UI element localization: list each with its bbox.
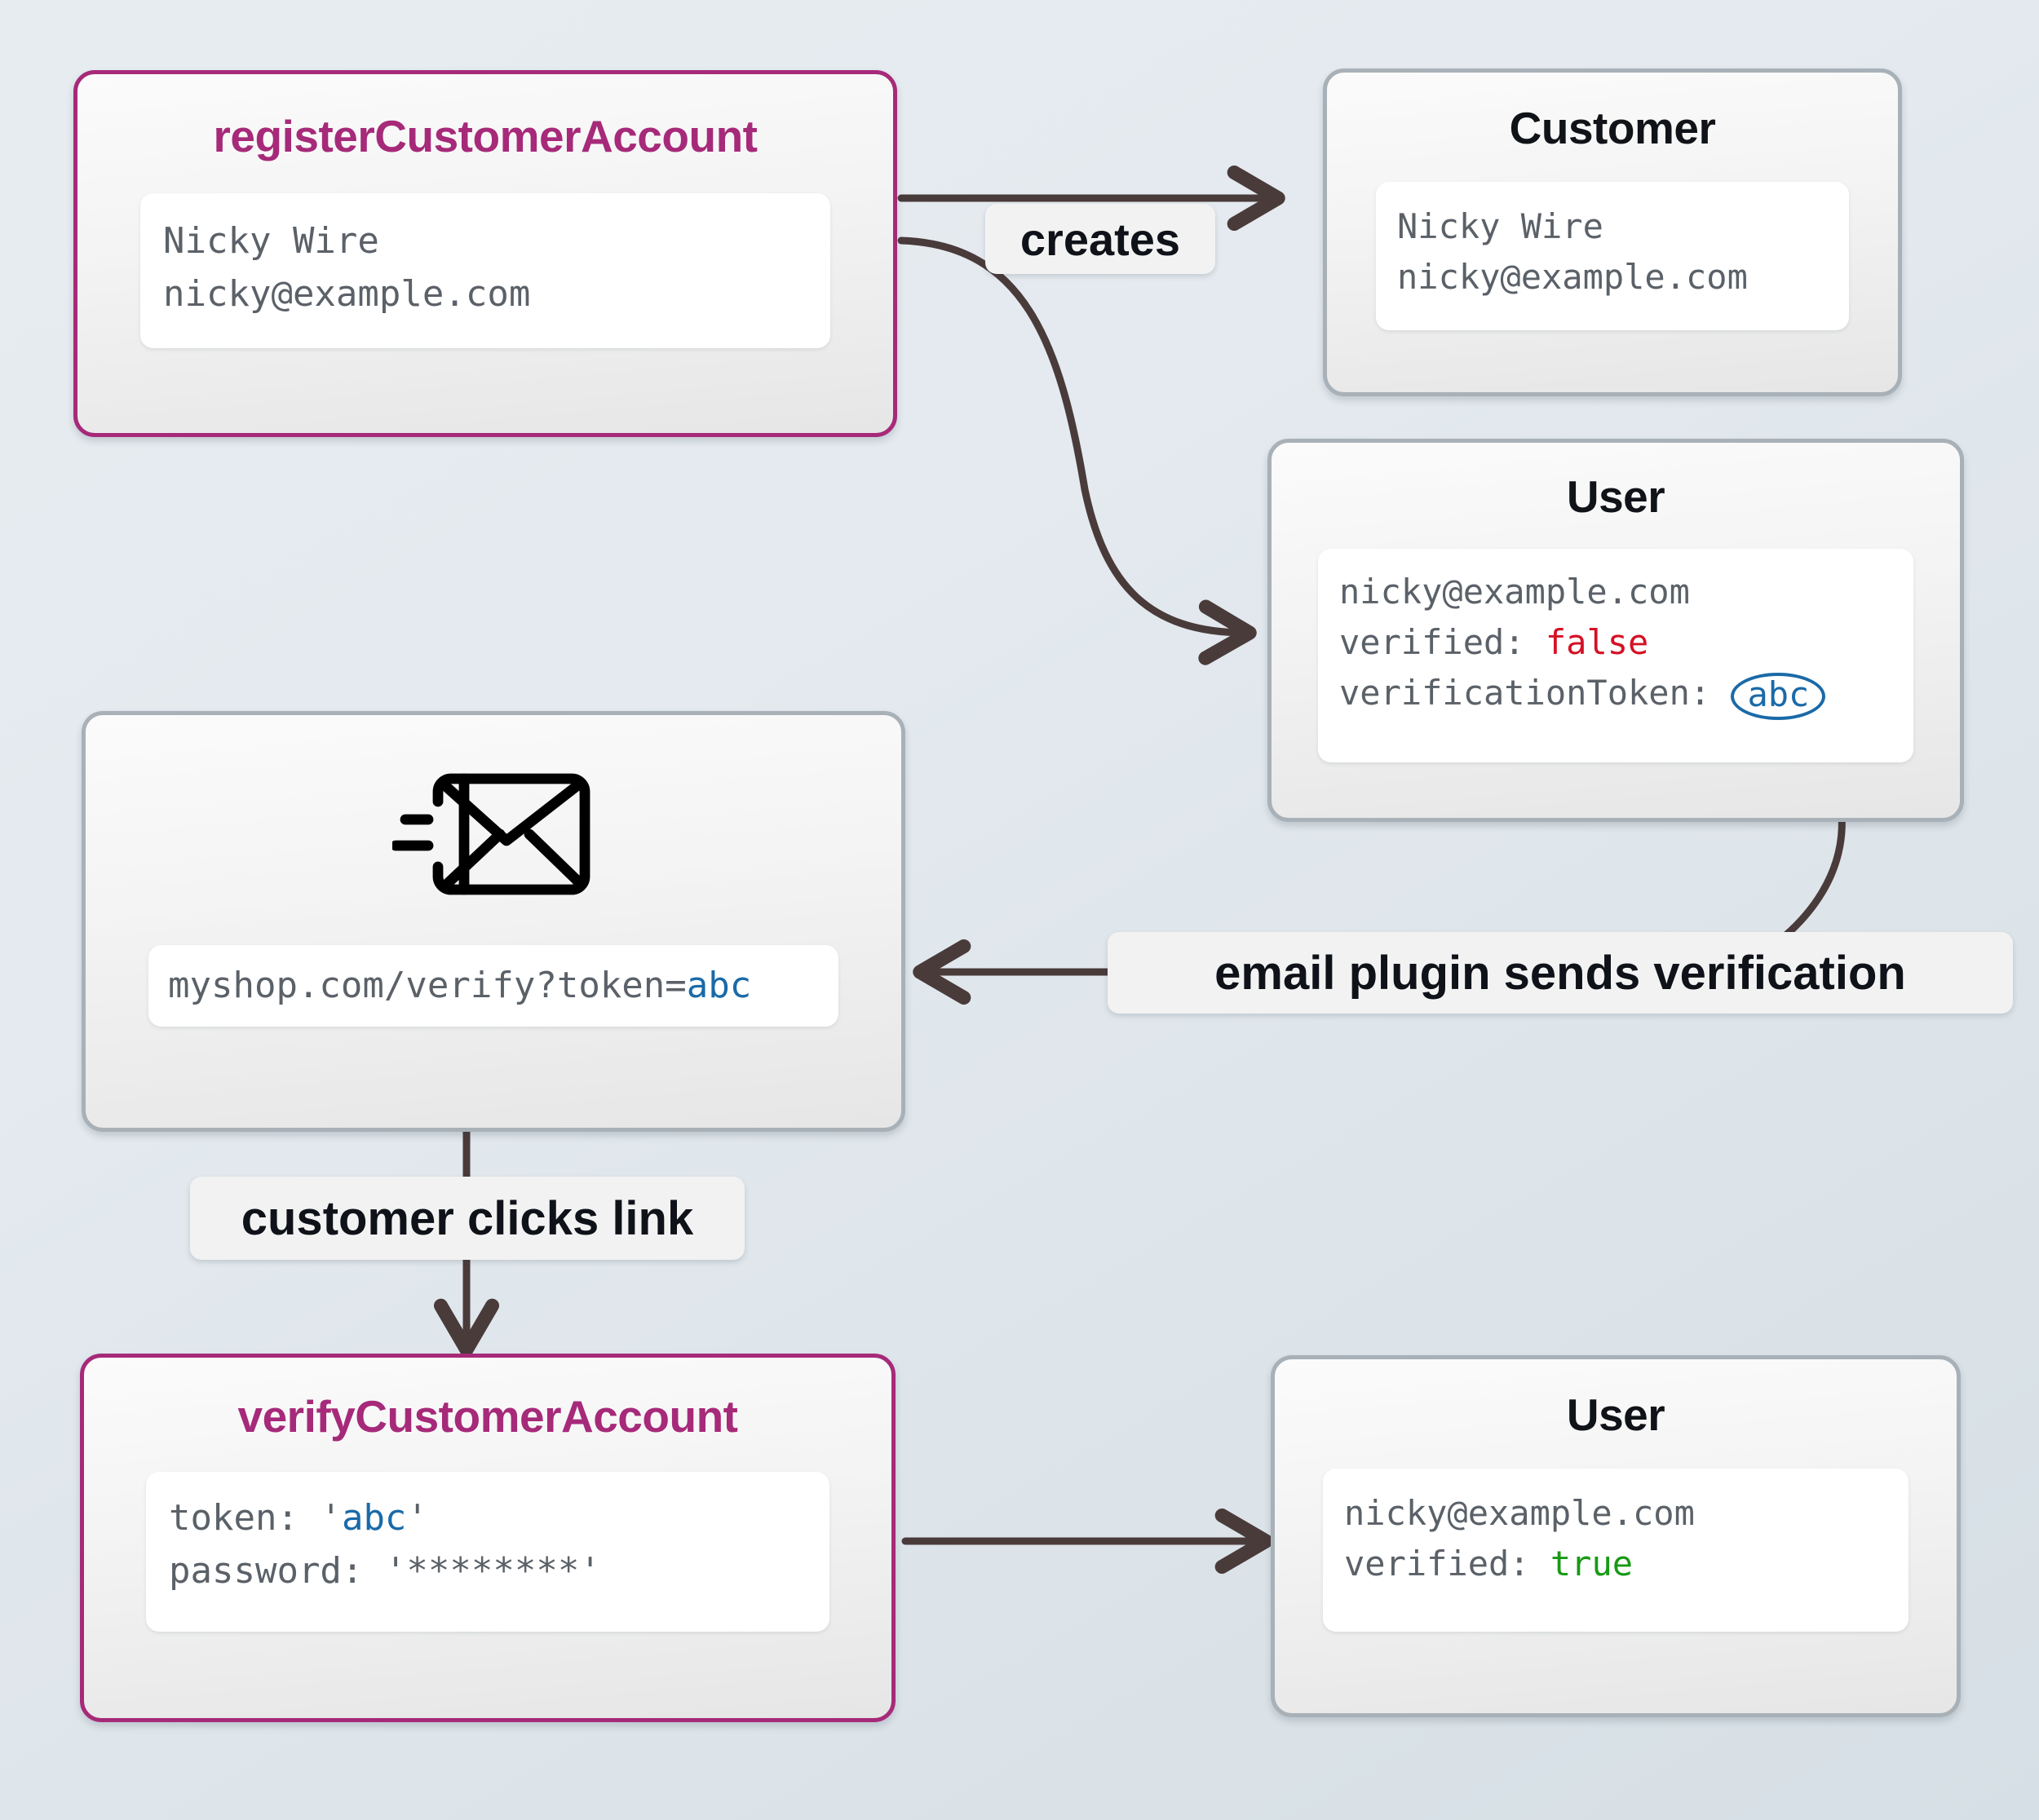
edge-label-email-plugin: email plugin sends verification	[1108, 932, 2013, 1014]
user-verified-verified-value: true	[1550, 1544, 1634, 1584]
node-title-verify: verifyCustomerAccount	[237, 1391, 738, 1442]
register-payload-name: Nicky Wire	[163, 220, 379, 262]
node-email-message[interactable]: myshop.com/verify?token=abc	[82, 711, 905, 1132]
verify-password-row: password: '********'	[169, 1544, 807, 1597]
edge-label-creates: creates	[985, 204, 1215, 274]
customer-fields-panel: Nicky Wire nicky@example.com	[1376, 182, 1849, 330]
verify-payload-panel: token: 'abc' password: '********'	[146, 1472, 829, 1632]
customer-field-email: nicky@example.com	[1397, 257, 1748, 298]
customer-field-name: Nicky Wire	[1397, 206, 1603, 246]
edge-register-to-user	[897, 236, 1257, 665]
verify-token-quote-open: '	[320, 1497, 342, 1539]
verify-token-quote-close: '	[406, 1497, 428, 1539]
user-unverified-verified-row: verified: false	[1339, 617, 1892, 668]
send-mail-icon	[392, 766, 595, 903]
edge-label-creates-text: creates	[1020, 213, 1181, 265]
node-title-user-verified: User	[1566, 1389, 1665, 1440]
user-unverified-token-label: verificationToken:	[1339, 673, 1711, 713]
email-link-panel[interactable]: myshop.com/verify?token=abc	[148, 945, 838, 1027]
verify-password-label: password:	[169, 1550, 364, 1592]
node-customer-entity[interactable]: Customer Nicky Wire nicky@example.com	[1323, 68, 1902, 396]
verify-token-row: token: 'abc'	[169, 1491, 807, 1544]
node-user-verified[interactable]: User nicky@example.com verified: true	[1271, 1355, 1961, 1717]
node-user-unverified[interactable]: User nicky@example.com verified: false v…	[1267, 439, 1964, 822]
node-title-user-unverified: User	[1566, 471, 1665, 522]
user-unverified-verified-value: false	[1545, 622, 1649, 663]
edge-label-clicks-link-text: customer clicks link	[241, 1191, 694, 1245]
verify-token-label: token:	[169, 1497, 299, 1539]
verify-token-value: abc	[341, 1497, 407, 1539]
email-link-prefix: myshop.com/verify?token=	[168, 965, 687, 1007]
user-unverified-token-row: verificationToken: abc	[1339, 668, 1892, 721]
edge-label-email-plugin-text: email plugin sends verification	[1214, 946, 1906, 1000]
node-title-customer: Customer	[1509, 103, 1716, 153]
register-payload-panel: Nicky Wire nicky@example.com	[140, 193, 830, 348]
verify-password-value: '********'	[384, 1550, 601, 1592]
node-verify-customer-account[interactable]: verifyCustomerAccount token: 'abc' passw…	[80, 1354, 896, 1722]
user-unverified-verified-label: verified:	[1339, 622, 1525, 663]
user-verified-email: nicky@example.com	[1344, 1493, 1695, 1533]
user-unverified-email: nicky@example.com	[1339, 572, 1690, 612]
user-verified-verified-label: verified:	[1344, 1544, 1530, 1584]
register-payload-email: nicky@example.com	[163, 273, 531, 316]
user-verified-verified-row: verified: true	[1344, 1539, 1887, 1589]
email-link-token: abc	[686, 965, 752, 1007]
edge-label-customer-clicks-link: customer clicks link	[190, 1177, 745, 1260]
user-unverified-fields-panel: nicky@example.com verified: false verifi…	[1318, 549, 1913, 762]
node-register-customer-account[interactable]: registerCustomerAccount Nicky Wire nicky…	[73, 70, 897, 437]
verification-token-circle: abc	[1731, 673, 1826, 721]
node-title-register: registerCustomerAccount	[213, 111, 758, 161]
user-verified-fields-panel: nicky@example.com verified: true	[1323, 1469, 1909, 1632]
